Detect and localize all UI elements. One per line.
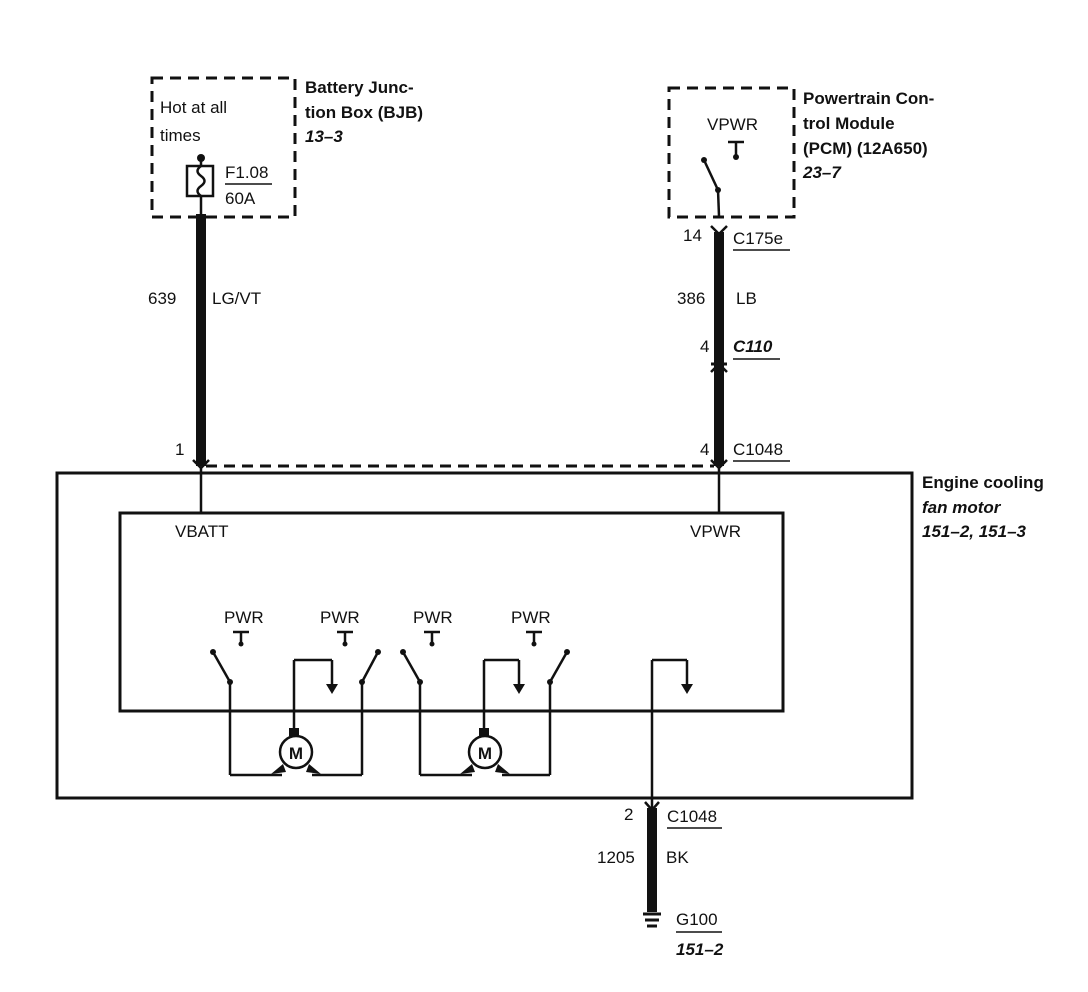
- fuse-rating: 60A: [225, 189, 256, 208]
- connector-c110: C110: [733, 337, 773, 356]
- vbatt-label: VBATT: [175, 522, 229, 541]
- ground-id: G100: [676, 910, 718, 929]
- fuse-id: F1.08: [225, 163, 268, 182]
- bjb-box: [150, 76, 297, 219]
- right-wire-color: LB: [736, 289, 757, 308]
- bjb-hot-line2: times: [160, 126, 201, 145]
- relay-switch-icon: [502, 649, 570, 777]
- fan-motor-outer-box: [55, 471, 914, 800]
- bjb-ref: 13–3: [305, 127, 343, 146]
- fan-motor-title-line1: Engine cooling: [922, 473, 1044, 492]
- pwr-label-1: PWR: [224, 608, 264, 627]
- pwr-symbol-icon: [526, 630, 542, 647]
- motor-icon: M: [271, 728, 321, 774]
- right-pin-top: 14: [683, 226, 702, 245]
- relay-switch-icon: [400, 649, 472, 777]
- right-pin-mid: 4: [700, 337, 709, 356]
- ground-ref: 151–2: [676, 940, 724, 959]
- pwr-label-4: PWR: [511, 608, 551, 627]
- left-pin-number: 1: [175, 440, 184, 459]
- ground-return-contact-icon: [650, 658, 693, 808]
- ground-wire-color: BK: [666, 848, 689, 867]
- bjb-title-line2: tion Box (BJB): [305, 103, 423, 122]
- motor-label-2: M: [478, 744, 492, 763]
- pwr-symbol-icon: [233, 630, 249, 647]
- fuse-icon: [185, 154, 215, 214]
- pcm-switch-icon: [701, 157, 721, 217]
- connector-c1048-top: C1048: [733, 440, 783, 459]
- motor-icon: M: [460, 728, 510, 774]
- pcm-power-symbol-icon: [728, 140, 744, 160]
- ground-pin-number: 2: [624, 805, 633, 824]
- pcm-title-line1: Powertrain Con-: [803, 89, 934, 108]
- pcm-ref: 23–7: [802, 163, 842, 182]
- connector-c175e: C175e: [733, 229, 783, 248]
- relay-switch-icon: [210, 649, 282, 777]
- ground-icon: [643, 912, 661, 928]
- bjb-hot-line1: Hot at all: [160, 98, 227, 117]
- pwr-symbol-icon: [337, 630, 353, 647]
- pcm-title-line3: (PCM) (12A650): [803, 139, 928, 158]
- relay-contact-icon: [292, 658, 338, 733]
- vpwr-label: VPWR: [690, 522, 741, 541]
- pwr-label-2: PWR: [320, 608, 360, 627]
- right-circuit-number: 386: [677, 289, 705, 308]
- pwr-label-3: PWR: [413, 608, 453, 627]
- relay-contact-icon: [482, 658, 525, 733]
- c110-connector-mark: [710, 362, 728, 373]
- bjb-title-line1: Battery Junc-: [305, 78, 414, 97]
- motor-label-1: M: [289, 744, 303, 763]
- fan-motor-ref: 151–2, 151–3: [922, 522, 1027, 541]
- left-wire-color: LG/VT: [212, 289, 261, 308]
- pcm-title-line2: trol Module: [803, 114, 895, 133]
- right-pin-bottom: 4: [700, 440, 709, 459]
- fan-control-module-box: [118, 511, 785, 713]
- ground-circuit-number: 1205: [597, 848, 635, 867]
- relay-switch-icon: [312, 649, 381, 777]
- pwr-symbol-icon: [424, 630, 440, 647]
- pcm-vpwr-label: VPWR: [707, 115, 758, 134]
- connector-c1048-bottom: C1048: [667, 807, 717, 826]
- left-circuit-number: 639: [148, 289, 176, 308]
- pcm-box: [667, 86, 796, 219]
- fan-motor-title-line2: fan motor: [922, 498, 1002, 517]
